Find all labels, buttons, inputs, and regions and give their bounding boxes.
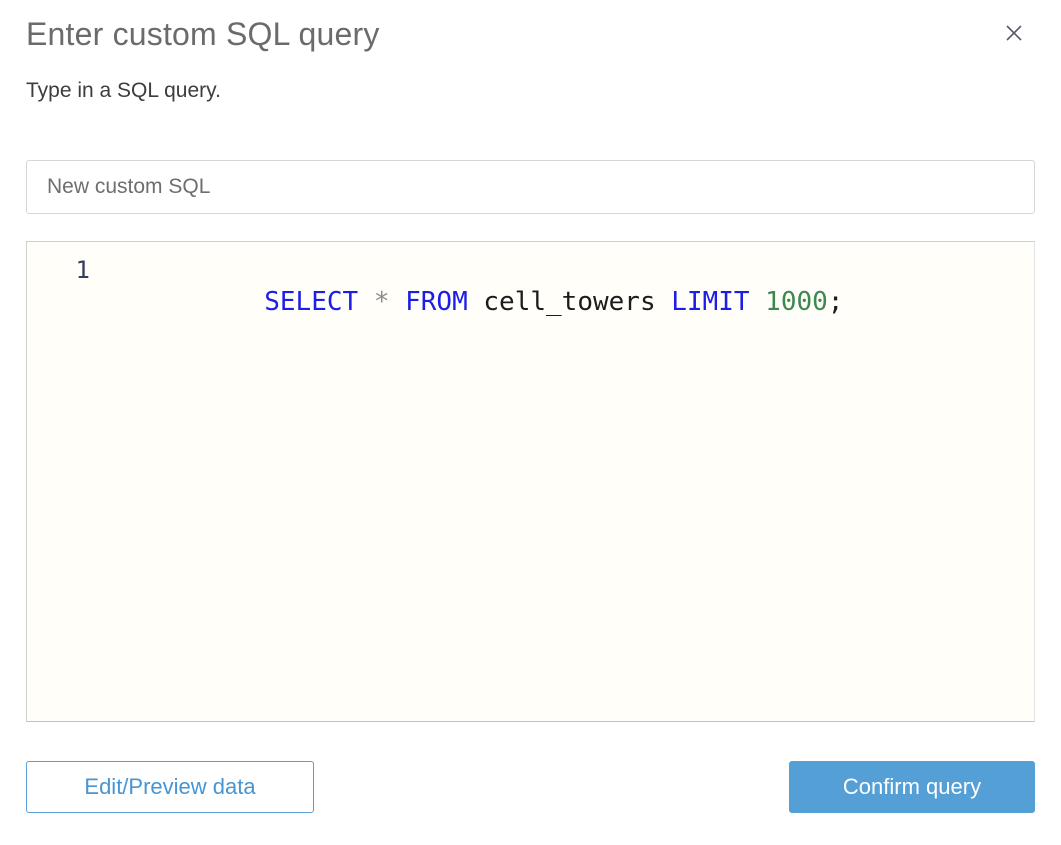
confirm-query-button[interactable]: Confirm query [789,761,1035,813]
sql-query-text: SELECT * FROM cell_towers LIMIT 1000; [139,254,843,350]
edit-preview-data-button[interactable]: Edit/Preview data [26,761,314,813]
code-line: 1 SELECT * FROM cell_towers LIMIT 1000; [27,254,1034,350]
dialog-subtitle: Type in a SQL query. [26,79,221,102]
sql-token-keyword: LIMIT [671,287,766,317]
sql-code-editor[interactable]: 1 SELECT * FROM cell_towers LIMIT 1000; [26,241,1035,722]
sql-token-operator: * [373,287,406,317]
close-button[interactable] [999,18,1029,48]
dialog-actions: Edit/Preview data Confirm query [26,761,1035,813]
close-icon [1003,22,1025,44]
sql-token-keyword: FROM [405,287,484,317]
sql-token-identifier: cell_towers [483,287,672,317]
sql-token-number: 1000 [765,287,828,317]
sql-token-keyword: SELECT [264,287,374,317]
sql-token-punctuation: ; [827,287,844,317]
dialog-title: Enter custom SQL query [26,16,380,52]
sql-name-input[interactable] [26,160,1035,214]
line-number: 1 [75,256,90,284]
